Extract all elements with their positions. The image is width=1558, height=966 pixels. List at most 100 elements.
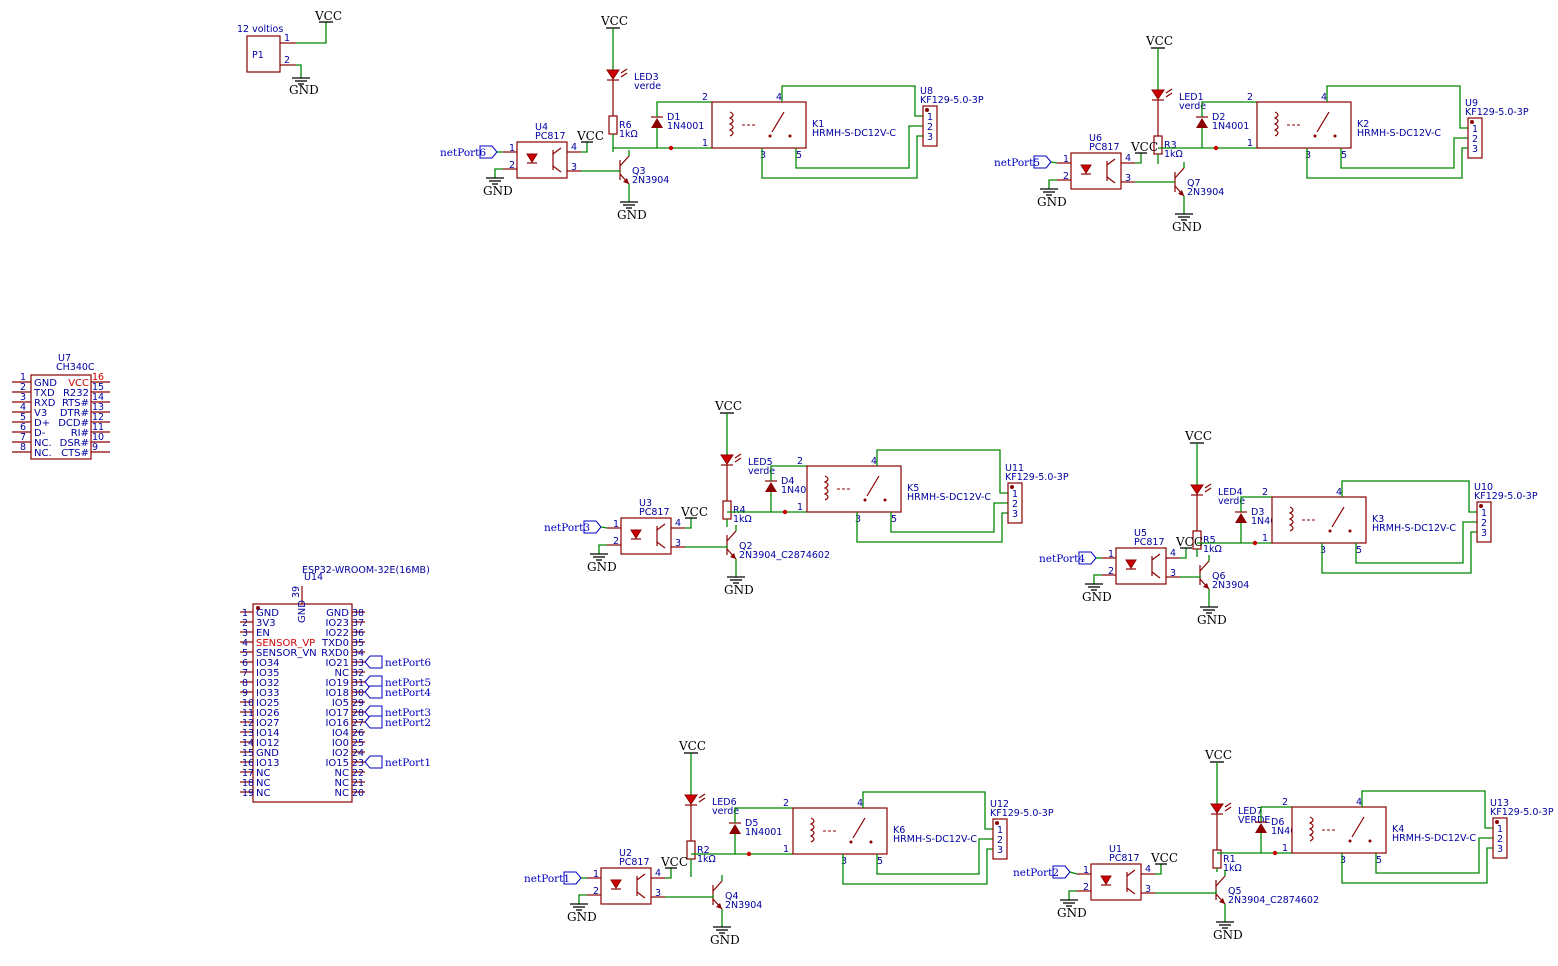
cell-3-q-ref: Q2 [739,541,753,552]
cell-3-terminal-p2: 2 [1012,499,1018,510]
cell-4-relay-switch [1331,506,1345,528]
cell-2-q-arrow [1178,190,1184,196]
esp32-left-pin-num: 3 [242,628,248,639]
cell-2-net-flag [1033,155,1052,169]
ch340-left-pin-name: NC. [34,438,52,449]
cell-2-net-label: netPort5 [994,157,1040,169]
cell-4-relay-contact-5 [1348,529,1352,533]
cell-2-relay-contact-3 [1313,134,1317,138]
cell-5-led-symbol [684,794,698,805]
cell-2-r-ref: R3 [1164,140,1177,151]
cell-6-relay-pin4: 4 [1356,797,1362,808]
cell-4-terminal-p1: 1 [1481,508,1487,519]
esp32-left-pin-num: 16 [242,758,254,769]
cell-3-opto-gnd-wire [598,544,607,554]
esp32-right-pin-num: 28 [352,708,364,719]
esp32-right-pin-name: IO21 [325,658,349,669]
cell-3-q-collector [726,530,737,542]
esp32-left-pin-num: 1 [242,608,248,619]
cell-6-led-ray1 [1224,802,1232,808]
cell-3-relay-contact-5 [883,498,887,502]
cell-6-diode-symbol [1255,823,1267,833]
cell-2-opto-led [1080,164,1092,174]
cell-4-led-ray2 [1204,487,1212,493]
esp32-left-pin-name: IO33 [256,688,280,699]
cell-6-led-value: VERDE [1238,815,1270,826]
cell-6-led-ref: LED7 [1238,806,1263,817]
cell-2-relay-switch [1316,111,1330,133]
cell-2-opto-value: PC817 [1089,142,1120,153]
esp32-top-pin-name: GND [297,600,308,623]
cell-1-terminal-p1: 1 [927,112,933,123]
esp32-right-pin-num: 35 [352,638,364,649]
esp32-left-pin-num: 6 [242,658,248,669]
esp32-left-pin-num: 18 [242,778,254,789]
cell-4-terminal-p2: 2 [1481,518,1487,529]
cell-3-opto-vcc-wire [685,518,692,529]
esp32-right-pin-num: 33 [352,658,364,669]
cell-6-opto-to-base [1155,890,1217,894]
esp32-right-pin-name: NC [335,778,349,789]
cell-2-r-value: 1kΩ [1164,149,1183,160]
cell-1-opto-value: PC817 [535,131,566,142]
cell-4-r-value: 1kΩ [1203,544,1222,555]
cell-5-q-ref: Q4 [725,891,739,902]
cell-3-diode-ref: D4 [781,476,794,487]
cell-1-relay-value: HRMH-S-DC12V-C [812,128,896,139]
esp32-left-pin-name: IO35 [256,668,280,679]
cell-2-diode-ref: D2 [1212,112,1225,123]
esp32-left-pin-num: 5 [242,648,248,659]
cell-6-r-value: 1kΩ [1223,863,1242,874]
cell-4-out-wire-3 [1321,531,1477,574]
esp32-right-pin-num: 30 [352,688,364,699]
cell-2-relay-value: HRMH-S-DC12V-C [1357,128,1441,139]
cell-1-opto-gnd-wire [494,168,503,178]
ch340-left-pin-num: 7 [20,432,26,443]
cell-4-relay-pin2: 2 [1262,487,1268,498]
cell-4-opto-value: PC817 [1134,537,1165,548]
cell-4-terminal-mark [1479,504,1483,508]
esp32-left-pin-name: IO26 [256,708,280,719]
esp32-value: ESP32-WROOM-32E(16MB) [302,565,430,576]
esp32-left-pin-num: 4 [242,638,248,649]
ch340-left-pin-num: 5 [20,412,26,423]
cell-6-led-ray2 [1224,806,1232,812]
cell-1-relay-contact-5 [788,134,792,138]
esp32-net-label: netPort3 [385,707,431,719]
cell-1-relay-ref: K1 [812,119,824,130]
cell-2-opto-pin3-num: 3 [1125,173,1131,184]
cell-5-relay-pin2: 2 [783,798,789,809]
cell-6-relay-pin2: 2 [1282,797,1288,808]
esp32-left-pin-name: 3V3 [256,618,276,629]
gnd-label: GND [289,83,319,97]
cell-4-led-value: verde [1218,496,1245,507]
esp32-right-pin-name: NC [335,668,349,679]
cell-4-opto-gnd-label: GND [1082,590,1112,604]
esp32-right-pin-name: IO19 [325,678,349,689]
ch340-right-pin-num: 9 [92,442,98,453]
esp32-right-pin-name: RXD0 [321,648,349,659]
ch340-right-pin-name: CTS# [61,448,89,459]
cell-4-opto-pin2-num: 2 [1108,566,1114,577]
cell-4-led-ref: LED4 [1218,487,1243,498]
cell-6-opto-gnd-wire [1068,890,1077,900]
cell-6-opto-vcc-label: VCC [1150,851,1178,865]
cell-1-opto-pin4-num: 4 [571,142,577,153]
cell-1-opto-pin1-num: 1 [509,143,515,154]
cell-5-opto-pin2-num: 2 [593,886,599,897]
esp32-right-pin-num: 24 [352,748,364,759]
ch340-right-pin-num: 11 [92,422,104,433]
cell-2-led-value: verde [1179,101,1206,112]
cell-4-terminal-value: KF129-5.0-3P [1474,491,1538,502]
esp32-right-pin-name: IO22 [325,628,349,639]
cell-1-opto-body [516,141,568,179]
cell-6-opto-pin2-num: 2 [1083,882,1089,893]
cell-1-q-arrow [623,178,629,184]
cell-1-out-wire-2 [795,125,923,169]
ch340-right-pin-name: RTS# [62,398,89,409]
esp32-left-pin-name: IO13 [256,758,280,769]
cell-2-led-symbol [1151,89,1165,100]
cell-2-led-ray1 [1165,88,1173,94]
cell-3-opto-gnd-label: GND [587,560,617,574]
esp32-right-pin-name: GND [326,608,349,619]
